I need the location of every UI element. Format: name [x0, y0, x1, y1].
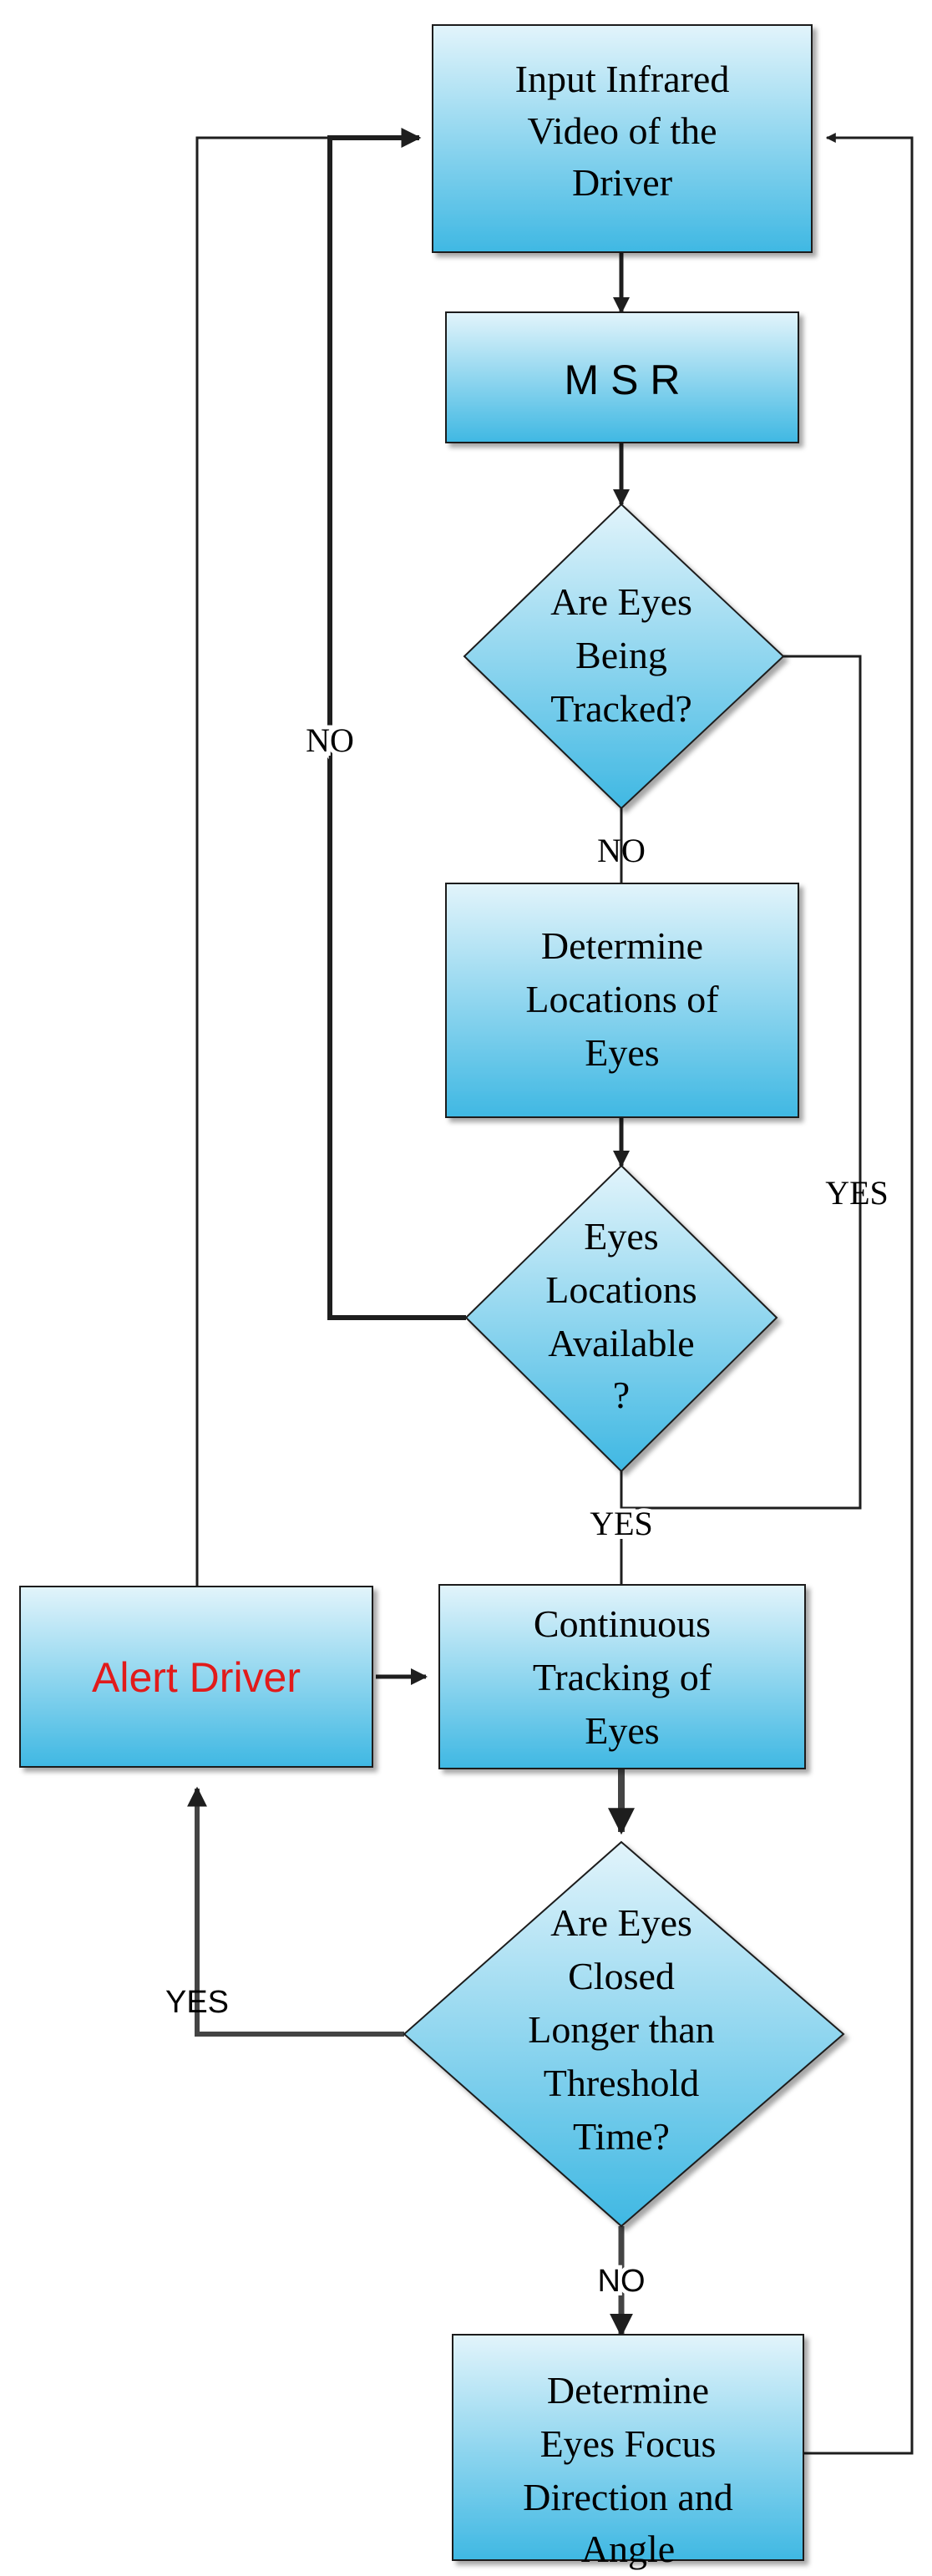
closed-line-4: Threshold — [544, 2062, 700, 2104]
closed-no-label: NO — [598, 2264, 646, 2299]
closed-line-3: Longer than — [528, 2008, 715, 2051]
closed-line-5: Time? — [573, 2115, 670, 2158]
determine-line-1: Determine — [541, 924, 703, 967]
available-no-label: NO — [306, 721, 354, 759]
tracked-no-label: NO — [597, 832, 646, 869]
edge-closed-yes — [187, 1786, 404, 2037]
focus-line-1: Determine — [547, 2369, 709, 2412]
node-determine-locations — [445, 883, 799, 1118]
tracked-line-3: Tracked? — [550, 687, 691, 730]
input-line-2: Video of the — [527, 109, 717, 152]
node-input-video — [432, 24, 813, 253]
determine-line-3: Eyes — [585, 1031, 659, 1074]
available-line-3: Available — [548, 1322, 694, 1364]
node-continuous-tracking — [438, 1584, 806, 1769]
node-focus-direction — [452, 2334, 804, 2561]
closed-yes-label: YES — [165, 1985, 229, 2020]
edge-alert-to-input — [195, 133, 421, 1587]
continuous-line-2: Tracking of — [533, 1656, 712, 1698]
alert-driver-label: Alert Driver — [92, 1654, 301, 1701]
node-eyes-closed-decision — [403, 1840, 845, 2228]
continuous-line-1: Continuous — [534, 1602, 711, 1645]
continuous-line-3: Eyes — [585, 1709, 659, 1752]
available-line-4: ? — [613, 1374, 630, 1416]
available-line-2: Locations — [545, 1268, 696, 1311]
input-line-1: Input Infrared — [515, 58, 730, 100]
edge-focus-to-input — [803, 133, 914, 2455]
focus-line-4: Angle — [581, 2528, 675, 2570]
focus-line-2: Eyes Focus — [540, 2422, 717, 2465]
focus-line-3: Direction and — [523, 2476, 733, 2518]
tracked-yes-label: YES — [825, 1174, 889, 1212]
connectors — [187, 128, 914, 2455]
node-locations-available-decision — [464, 1164, 778, 1473]
node-msr — [445, 311, 799, 443]
available-line-1: Eyes — [584, 1215, 658, 1258]
tracked-line-1: Are Eyes — [550, 580, 692, 623]
msr-label: M S R — [565, 357, 681, 403]
available-yes-label: YES — [590, 1505, 653, 1542]
node-eyes-tracked-decision — [463, 503, 785, 810]
nodes — [19, 24, 845, 2561]
closed-line-2: Closed — [568, 1955, 675, 1997]
input-line-3: Driver — [572, 161, 672, 204]
node-alert-driver — [19, 1586, 373, 1768]
edge-tracked-yes — [621, 655, 862, 1510]
node-labels: Input Infrared Video of the Driver M S R… — [92, 58, 733, 2570]
determine-line-2: Locations of — [525, 978, 719, 1020]
edge-labels: NO YES NO YES YES NO — [165, 717, 889, 2303]
closed-line-1: Are Eyes — [550, 1901, 692, 1944]
tracked-line-2: Being — [575, 634, 667, 676]
